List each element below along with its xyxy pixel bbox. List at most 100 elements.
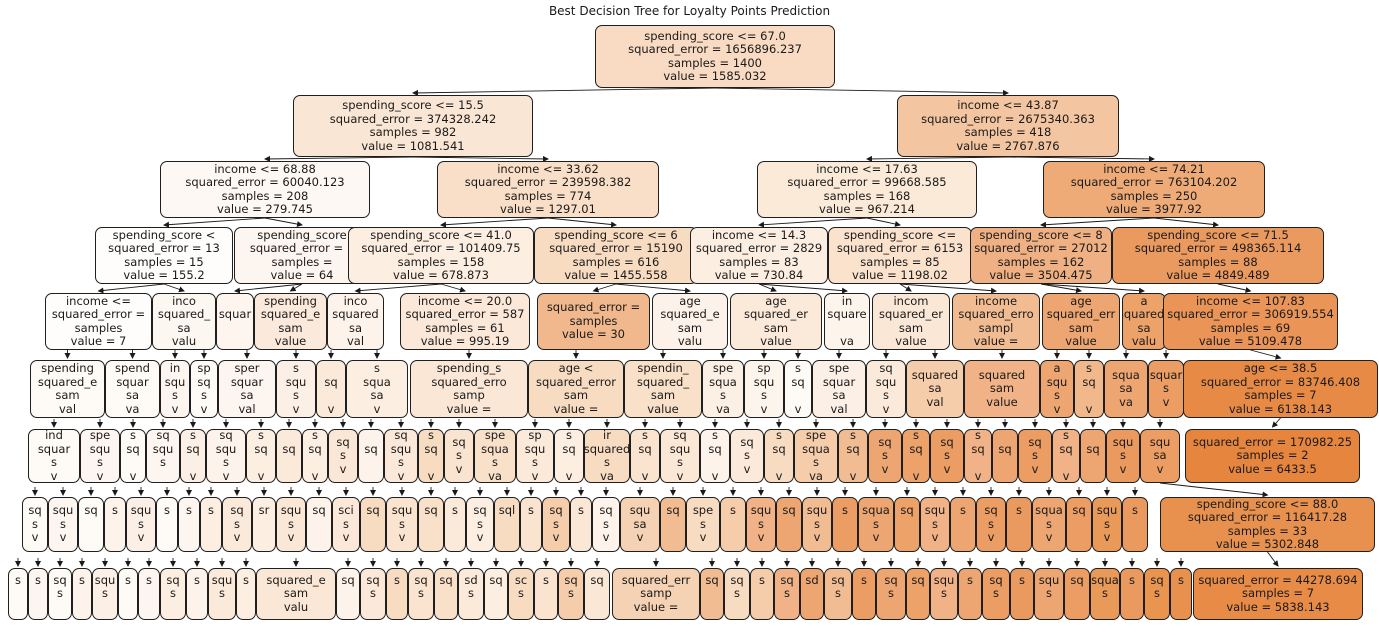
node-text-line: squared_error = 116417.28 (1187, 510, 1348, 524)
node-text-line: s (190, 429, 196, 442)
node-text-line: s (776, 429, 782, 442)
tree-node: squar (216, 293, 254, 350)
node-text-line: samples = (271, 254, 333, 269)
node-text-line: value = 678.873 (393, 268, 489, 282)
node-text-line: sq (336, 434, 350, 449)
tree-node: sr (252, 497, 276, 552)
node-text-line: v (531, 468, 539, 483)
node-text-line: s (604, 455, 610, 469)
node-text-line: s (172, 388, 178, 402)
node-text-line: s (720, 388, 726, 402)
node-text-line: squared_erro (431, 374, 507, 389)
node-text-line: s (170, 586, 176, 601)
node-text-line: value = 967.214 (819, 202, 915, 216)
node-text-line: inco (172, 293, 196, 308)
node-text-line: v (287, 530, 295, 545)
tree-node: sq (336, 568, 360, 620)
node-text-line: squa (1035, 503, 1063, 518)
node-text-line: age (1070, 293, 1092, 308)
node-text-line: v (794, 401, 802, 416)
node-text-line: sq (705, 572, 719, 587)
node-text-line: sq (473, 503, 487, 518)
node-text-line: s (130, 429, 136, 442)
node-text-line: s (730, 503, 736, 518)
node-text-line: s (1016, 503, 1022, 518)
node-text-line: value = 1198.02 (852, 268, 948, 282)
node-text-line: squ (280, 503, 302, 518)
node-text-line: value (274, 334, 307, 348)
node-text-line: samples = 7 (1244, 388, 1317, 402)
node-text-line: value = (446, 401, 492, 416)
tree-node: s (156, 497, 178, 552)
node-text-line: squ (750, 503, 772, 518)
node-text-line: v (1062, 468, 1070, 483)
node-text-line: s (258, 429, 264, 442)
tree-node: s (958, 568, 982, 620)
node-text-line: samples = 774 (504, 188, 592, 203)
node-text-line: s (1129, 572, 1135, 587)
node-text-line: v (327, 401, 335, 416)
node-text-line: squared_error = 44278.694 (1198, 572, 1358, 587)
node-text-line: s (398, 455, 404, 469)
tree-node: s (852, 568, 876, 620)
node-text-line: v (398, 530, 406, 545)
node-text-line: value = 4849.489 (1166, 268, 1270, 282)
node-text-line: s (842, 503, 848, 518)
node-text-line: squared (584, 441, 630, 456)
node-text-line: s (1063, 429, 1069, 442)
node-text-line: squ (164, 374, 186, 389)
node-text-line: squared_error = 83746.408 (1200, 374, 1361, 389)
node-text-line: sq (708, 441, 722, 456)
node-text-line: sp (757, 361, 771, 375)
node-text-line: spe (828, 361, 850, 375)
node-text-line: v (129, 468, 137, 483)
node-text-line: sq (186, 441, 200, 456)
tree-node: s (950, 497, 976, 552)
figure-title: Best Decision Tree for Loyalty Points Pr… (548, 4, 831, 18)
node-text-line: sam (278, 320, 303, 335)
node-text-line: sq (414, 572, 428, 587)
node-text-line: s (700, 516, 706, 531)
node-text-line: squared_e (260, 307, 321, 321)
node-text-line: squared_error = 1656896.237 (628, 42, 802, 56)
node-text-line: value (1065, 334, 1097, 348)
node-text-line: squ (390, 441, 412, 456)
node-text-line: s (1102, 586, 1108, 601)
tree-node: s (1120, 568, 1144, 620)
node-text-line: squared_ (157, 307, 211, 321)
node-text-line: val (238, 401, 256, 416)
tree-node: s (186, 568, 208, 620)
node-text-line: s (79, 572, 85, 587)
node-text-line: sq (909, 441, 923, 456)
node-text-line: v (200, 401, 208, 416)
node-text-line: s (975, 429, 981, 442)
node-text-line: squared_err (1046, 307, 1116, 321)
node-text-line: sam (677, 320, 703, 335)
node-text-line: sq (219, 429, 233, 442)
node-text-line: sq (126, 441, 140, 456)
node-text-line: sq (282, 441, 296, 456)
node-text-line: s (1154, 586, 1160, 601)
tree-node: s (178, 497, 200, 552)
node-text-line: squar (218, 307, 252, 321)
node-text-line: sq (439, 572, 453, 587)
